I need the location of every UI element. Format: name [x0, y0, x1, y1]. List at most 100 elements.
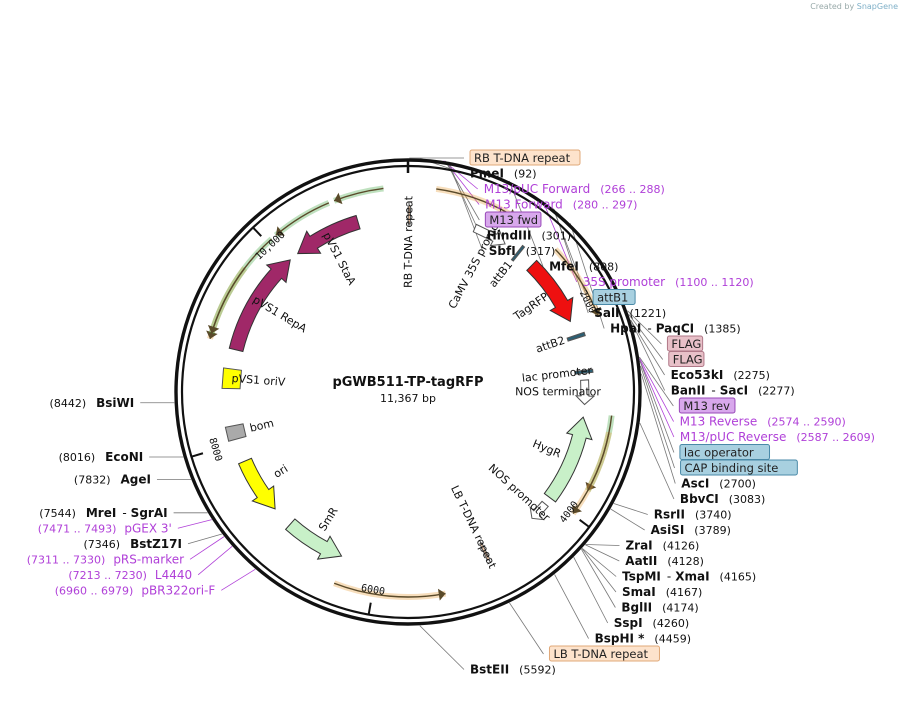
- lbl-mrei[interactable]: (7544)MreI-SgrAI: [39, 506, 167, 520]
- snapgene-credit: Created by SnapGene: [810, 2, 898, 11]
- lbl-rsrii[interactable]: RsrII(3740): [654, 508, 732, 522]
- lbl-asisi-text: AsiSI(3789): [651, 523, 731, 537]
- lbl-cap[interactable]: CAP binding site: [680, 459, 798, 476]
- lbl-m13-f-loc: (280 .. 297): [573, 199, 638, 212]
- lbl-sali[interactable]: SalI(1221): [594, 306, 666, 320]
- lbl-pgex[interactable]: (7471 .. 7493)pGEX 3': [38, 521, 172, 535]
- lbl-bsteii-text: BstEII(5592): [470, 663, 556, 677]
- lbl-bglii[interactable]: BglII(4174): [621, 601, 698, 615]
- lbl-bsphi-text: BspHI *(4459): [595, 632, 691, 646]
- lbl-prs[interactable]: (7311 .. 7330)pRS-marker: [27, 552, 184, 566]
- lbl-aatii-loc: (4128): [667, 555, 704, 568]
- feature-direction-arcs: [206, 185, 615, 601]
- lbl-m13puc-f-name: M13/pUC Forward: [484, 182, 591, 196]
- tick-mark: [252, 226, 262, 237]
- lbl-asci-name: AscI: [681, 477, 709, 491]
- lbl-pbr322[interactable]: (6960 .. 6979)pBR322ori-F: [55, 583, 216, 597]
- lbl-zrai[interactable]: ZraI(4126): [625, 539, 699, 553]
- lbl-banii-name2: SacI: [720, 384, 748, 398]
- lbl-m13-f[interactable]: M13 Forward(280 .. 297): [485, 198, 637, 212]
- lbl-banii[interactable]: BanII-SacI(2277): [671, 384, 795, 398]
- lbl-35s[interactable]: 35S promoter(1100 .. 1120): [583, 275, 754, 289]
- lbl-flag2[interactable]: FLAG: [668, 351, 705, 368]
- lbl-sspi-leader: [573, 557, 609, 624]
- lbl-bsiwi[interactable]: (8442)BsiWI: [50, 396, 135, 410]
- direction-arrowhead: [437, 588, 446, 601]
- lbl-cap-leader: [640, 365, 675, 469]
- lbl-bsphi[interactable]: BspHI *(4459): [595, 632, 691, 646]
- lbl-m13-r[interactable]: M13 Reverse(2574 .. 2590): [680, 415, 846, 429]
- lbl-sspi[interactable]: SspI(4260): [614, 616, 689, 630]
- lbl-pmei[interactable]: PmeI (92): [470, 167, 537, 181]
- feat-hygr: HygR: [531, 416, 593, 503]
- lbl-tspmi-leader: [581, 547, 617, 577]
- lbl-asci[interactable]: AscI(2700): [681, 477, 756, 491]
- lbl-tspmi-loc: (4165): [720, 571, 757, 584]
- feat-hygr-label: HygR: [531, 437, 563, 460]
- lbl-asci-text: AscI(2700): [681, 477, 756, 491]
- lbl-bstz17i[interactable]: (7346)BstZ17I: [84, 537, 182, 551]
- lbl-asisi[interactable]: AsiSI(3789): [651, 523, 731, 537]
- lbl-sbfi[interactable]: SbfI(317): [489, 244, 556, 258]
- lbl-attb1[interactable]: attB1: [592, 289, 636, 306]
- lbl-lacop[interactable]: lac operator: [679, 444, 771, 461]
- lbl-smai[interactable]: SmaI(4167): [622, 585, 702, 599]
- direction-arrowhead: [207, 324, 220, 334]
- feat-rb-label: RB T-DNA repeat: [402, 195, 416, 288]
- lbl-tspmi[interactable]: TspMI-XmaI(4165): [622, 570, 756, 584]
- lbl-mfei-name: MfeI: [549, 260, 579, 274]
- lbl-rb[interactable]: RB T-DNA repeat: [469, 149, 581, 166]
- feat-lac-shape: [574, 368, 594, 375]
- lbl-hindiii[interactable]: HindIII(301): [487, 229, 571, 243]
- feat-staa: pVS1 StaA: [296, 214, 361, 288]
- lbl-banii-sep: -: [711, 384, 715, 398]
- lbl-m13rev[interactable]: M13 rev: [678, 397, 736, 414]
- lbl-sbfi-leader: [448, 161, 484, 252]
- snapgene-brand: SnapGene: [856, 2, 898, 11]
- lbl-tspmi-sep: -: [667, 570, 671, 584]
- lbl-bbvci[interactable]: BbvCI(3083): [680, 492, 765, 506]
- lbl-hindiii-leader: [446, 161, 482, 236]
- lbl-banii-text: BanII-SacI(2277): [671, 384, 795, 398]
- lbl-lacop-leader: [639, 360, 675, 453]
- lbl-econi-loc: (8016): [59, 451, 96, 464]
- lbl-mfei[interactable]: MfeI(808): [549, 260, 618, 274]
- lbl-sali-text: SalI(1221): [594, 306, 666, 320]
- plasmid-size: 11,367 bp: [380, 392, 436, 405]
- lbl-eco53ki[interactable]: Eco53kI(2275): [671, 368, 770, 382]
- lbl-hpai-loc: (1385): [704, 323, 741, 336]
- feat-35s-shape: [472, 223, 506, 247]
- feat-pvs1ori-label: pVS1 oriV: [231, 372, 286, 389]
- lbl-m13puc-r[interactable]: M13/pUC Reverse(2587 .. 2609): [680, 430, 875, 444]
- lbl-lb[interactable]: LB T-DNA repeat: [548, 645, 660, 662]
- lbl-bsphi-leader: [554, 574, 589, 639]
- lbl-aatii[interactable]: AatII(4128): [625, 554, 704, 568]
- lbl-pbr322-name: pBR322ori-F: [141, 583, 215, 597]
- lbl-lacop-text: lac operator: [684, 446, 754, 460]
- lbl-bbvci-name: BbvCI: [680, 492, 719, 506]
- lbl-m13puc-f[interactable]: M13/pUC Forward(266 .. 288): [484, 182, 665, 196]
- lbl-eco53ki-loc: (2275): [733, 369, 770, 382]
- lbl-pmei-loc: (92): [514, 168, 537, 181]
- lbl-m13fwd[interactable]: M13 fwd: [484, 211, 542, 228]
- lbl-agei-loc: (7832): [74, 473, 111, 486]
- lbl-bsiwi-text: (8442)BsiWI: [50, 396, 135, 410]
- lbl-pmei-text: PmeI (92): [470, 167, 537, 181]
- lbl-hpai[interactable]: HpaI-PaqCI(1385): [610, 322, 741, 336]
- lbl-mrei-text: (7544)MreI-SgrAI: [39, 506, 167, 520]
- lbl-pmei-name: PmeI: [470, 167, 504, 181]
- lbl-econi-text: (8016)EcoNI: [59, 450, 144, 464]
- credit-prefix: Created by: [810, 2, 855, 11]
- lbl-econi[interactable]: (8016)EcoNI: [59, 450, 144, 464]
- lbl-bsiwi-loc: (8442): [50, 397, 87, 410]
- lbl-flag1[interactable]: FLAG: [666, 335, 704, 352]
- direction-arrowhead: [334, 192, 343, 205]
- lbl-bsteii[interactable]: BstEII(5592): [470, 663, 556, 677]
- lbl-35s-name: 35S promoter: [583, 275, 665, 289]
- lbl-rb-box: [469, 149, 581, 166]
- direction-arc: [210, 238, 273, 334]
- lbl-smai-name: SmaI: [622, 585, 656, 599]
- lbl-agei[interactable]: (7832)AgeI: [74, 472, 151, 486]
- lbl-l4440[interactable]: (7213 .. 7230)L4440: [68, 568, 192, 582]
- feat-lb-label: LB T-DNA repeat: [448, 483, 499, 571]
